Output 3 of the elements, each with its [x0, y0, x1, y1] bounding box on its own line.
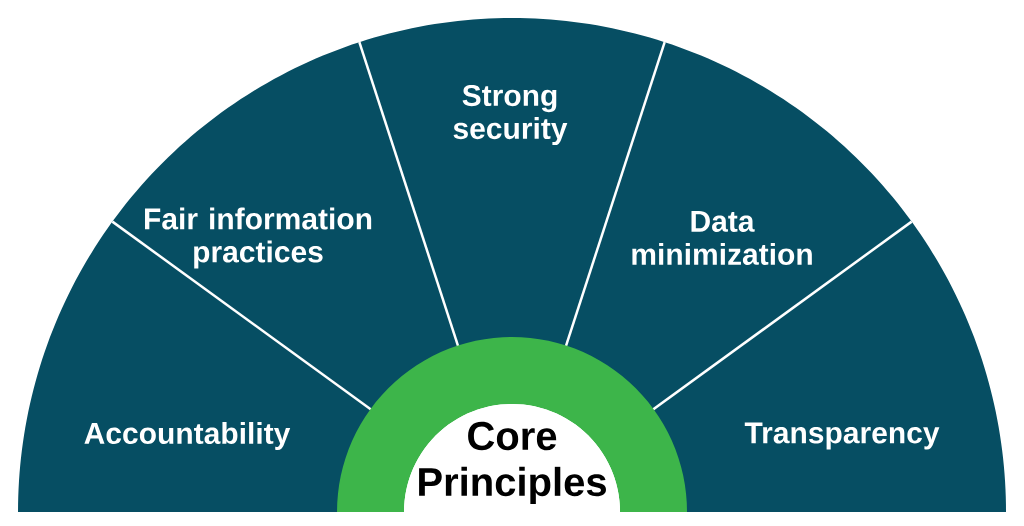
- node-label: Accountability: [84, 422, 291, 450]
- node-label: Core Principles: [419, 421, 606, 505]
- node-label: Transparency: [744, 422, 940, 450]
